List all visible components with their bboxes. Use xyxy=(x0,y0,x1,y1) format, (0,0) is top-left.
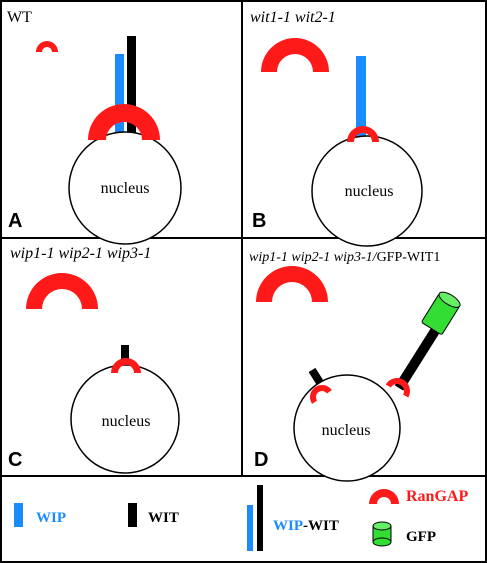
legend-combo-wit: -WIT xyxy=(303,518,339,534)
wit-bar xyxy=(121,345,129,363)
panel-d-genotype: wip1-1 wip2-1 wip3-1/GFP-WIT1 xyxy=(249,250,440,265)
panel-d-genotype-italic: wip1-1 wip2-1 wip3-1/ xyxy=(249,250,378,265)
free-rangap-icon xyxy=(36,41,58,52)
nucleus-label: nucleus xyxy=(322,422,371,439)
free-rangap-icon xyxy=(256,266,328,302)
panel-c-genotype: wip1-1 wip2-1 wip3-1 xyxy=(10,245,151,262)
nucleus-label: nucleus xyxy=(345,183,394,200)
legend-wip-swatch xyxy=(14,503,23,527)
legend-gfp-label: GFP xyxy=(406,529,436,545)
wit-bar xyxy=(127,36,136,146)
panel-d-genotype-plain: GFP-WIT1 xyxy=(377,250,441,265)
panel-d: wip1-1 wip2-1 wip3-1/GFP-WIT1 nucleus D xyxy=(249,250,461,482)
panel-c-letter: C xyxy=(8,449,22,471)
rangap-at-envelope xyxy=(111,358,141,373)
legend-combo-wip: WIP xyxy=(273,518,303,534)
gfp-icon xyxy=(421,291,461,335)
panel-a-letter: A xyxy=(8,210,22,232)
nucleus xyxy=(293,374,401,482)
legend-wip-label: WIP xyxy=(36,510,66,526)
nucleus xyxy=(68,131,182,245)
panel-a-genotype: WT xyxy=(7,9,32,26)
legend: WIP WIT WIP-WIT RanGAP GFP xyxy=(14,485,468,551)
panel-a: WT nucleus A xyxy=(7,9,182,245)
panel-d-letter: D xyxy=(254,449,268,471)
panel-b-genotype: wit1-1 wit2-1 xyxy=(250,9,336,26)
legend-gfp-icon xyxy=(372,521,392,547)
legend-wit-label: WIT xyxy=(148,510,179,526)
free-rangap-icon xyxy=(261,38,329,72)
nucleus-label: nucleus xyxy=(102,413,151,430)
panel-c: wip1-1 wip2-1 wip3-1 nucleus C xyxy=(8,245,180,474)
legend-combo-wit-swatch xyxy=(257,485,263,551)
legend-combo-wip-swatch xyxy=(247,505,253,551)
rangap-at-envelope xyxy=(385,378,410,398)
rangap-at-envelope xyxy=(347,126,379,142)
nucleus xyxy=(311,135,423,247)
wip-bar xyxy=(115,54,124,146)
legend-wit-swatch xyxy=(128,503,137,527)
legend-combo-label: WIP-WIT xyxy=(273,518,339,534)
legend-rangap-label: RanGAP xyxy=(406,488,468,505)
free-rangap-icon xyxy=(26,273,98,309)
panel-b: wit1-1 wit2-1 nucleus B xyxy=(250,9,423,247)
wip-bar xyxy=(356,56,366,152)
nucleus-label: nucleus xyxy=(101,180,150,197)
rangap-at-envelope xyxy=(88,104,160,140)
legend-rangap-icon xyxy=(369,489,399,504)
rangap-at-envelope xyxy=(310,385,332,404)
panel-b-letter: B xyxy=(252,210,266,232)
gfp-wit-bar xyxy=(394,320,445,391)
